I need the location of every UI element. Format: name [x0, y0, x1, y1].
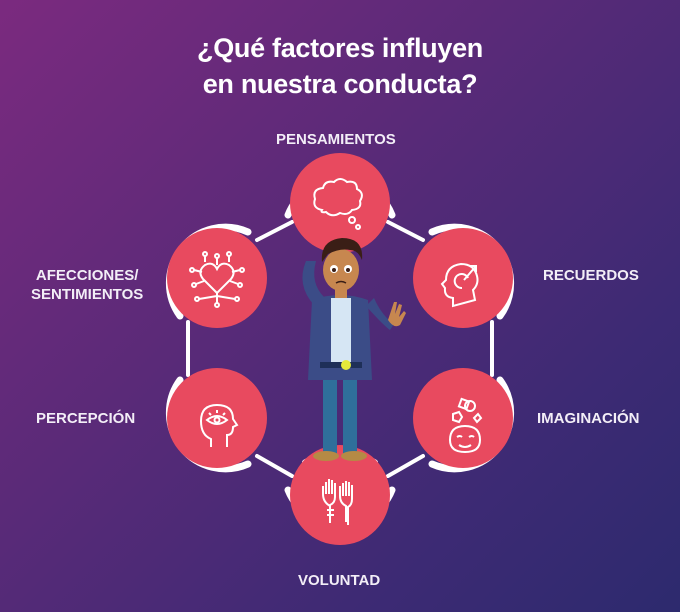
- page-title: ¿Qué factores influyen en nuestra conduc…: [0, 30, 680, 102]
- raised-hands-icon: [322, 479, 353, 525]
- head-eye-icon: [199, 403, 239, 447]
- connector-lines: [186, 220, 494, 478]
- label-voluntad: VOLUNTAD: [298, 572, 381, 589]
- factor-afecciones: [167, 228, 267, 328]
- heart-network-icon: [189, 251, 245, 308]
- factor-pensamientos: [290, 153, 390, 253]
- imagination-head-icon: [448, 397, 483, 454]
- title-line-2: en nuestra conducta?: [202, 69, 478, 99]
- label-afecciones-line-1: AFECCIONES/: [35, 267, 139, 284]
- label-afecciones-line-2: SENTIMIENTOS: [31, 286, 144, 303]
- factor-voluntad: [290, 445, 390, 545]
- thinking-person-illustration: [302, 238, 406, 461]
- label-pensamientos: PENSAMIENTOS: [276, 131, 396, 148]
- factor-percepcion: [167, 368, 267, 468]
- title-line-1: ¿Qué factores influyen: [197, 33, 483, 63]
- head-memory-icon: [440, 262, 479, 308]
- label-imaginacion: IMAGINACIÓN: [537, 410, 640, 427]
- factor-recuerdos: [413, 228, 513, 328]
- label-recuerdos: RECUERDOS: [543, 267, 639, 284]
- label-percepcion: PERCEPCIÓN: [36, 410, 136, 427]
- thought-cloud-icon: [313, 178, 363, 230]
- factor-imaginacion: [413, 368, 513, 468]
- label-afecciones: AFECCIONES/ SENTIMIENTOS: [31, 266, 143, 304]
